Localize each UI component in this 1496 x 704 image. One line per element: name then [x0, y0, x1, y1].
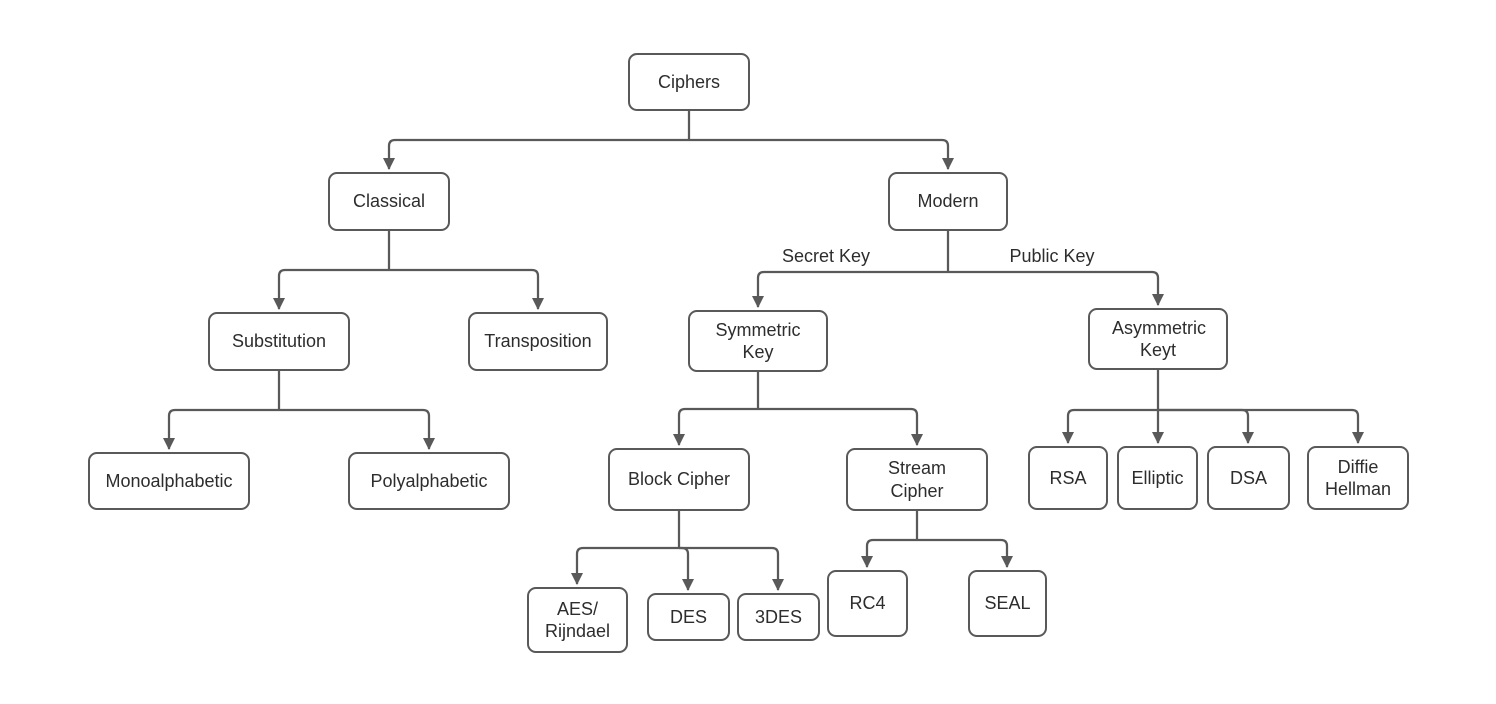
node-stream-cipher-label: Stream Cipher — [887, 458, 947, 501]
edge-block-3des — [679, 546, 784, 591]
edge-stream-rc4 — [861, 538, 917, 568]
edge-stream-seal — [917, 538, 1013, 568]
node-diffie-hellman[interactable]: Diffie Hellman — [1307, 446, 1409, 510]
node-classical-label: Classical — [352, 191, 426, 212]
node-asymmetric-key[interactable]: Asymmetric Keyt — [1088, 308, 1228, 370]
node-block-cipher-label: Block Cipher — [627, 469, 731, 490]
node-aes-rijndael[interactable]: AES/ Rijndael — [527, 587, 628, 653]
edge-ciphers-modern — [689, 138, 954, 170]
node-monoalphabetic-label: Monoalphabetic — [105, 470, 233, 491]
edge-block-aes — [571, 546, 679, 585]
edge-substitution-polyalphabetic — [279, 408, 435, 450]
edge-ciphers-classical — [383, 138, 689, 170]
node-classical[interactable]: Classical — [328, 172, 450, 231]
node-modern[interactable]: Modern — [888, 172, 1008, 231]
edge-symmetric-stream — [758, 407, 923, 446]
edge-classical-transposition — [389, 268, 544, 310]
node-3des[interactable]: 3DES — [737, 593, 820, 641]
node-seal[interactable]: SEAL — [968, 570, 1047, 637]
node-symmetric-key-label: Symmetric Key — [715, 319, 801, 363]
edge-modern-asymmetric — [948, 270, 1164, 306]
node-seal-label: SEAL — [984, 593, 1031, 614]
edge-substitution-monoalphabetic — [163, 408, 279, 450]
node-rc4[interactable]: RC4 — [827, 570, 908, 637]
node-polyalphabetic[interactable]: Polyalphabetic — [348, 452, 510, 510]
node-transposition-label: Transposition — [484, 331, 592, 352]
node-elliptic-label: Elliptic — [1131, 467, 1184, 488]
edge-asymmetric-dsa — [1158, 408, 1254, 444]
edge-label-secret-key: Secret Key — [781, 246, 871, 266]
node-aes-rijndael-label: AES/ Rijndael — [544, 598, 611, 642]
node-substitution[interactable]: Substitution — [208, 312, 350, 371]
node-dsa-label: DSA — [1229, 467, 1267, 488]
node-des[interactable]: DES — [647, 593, 730, 641]
node-stream-cipher[interactable]: Stream Cipher — [846, 448, 988, 511]
node-3des-label: 3DES — [754, 606, 803, 627]
node-rsa[interactable]: RSA — [1028, 446, 1108, 510]
node-dsa[interactable]: DSA — [1207, 446, 1290, 510]
edge-classical-substitution — [273, 268, 389, 310]
edge-asymmetric-rsa — [1062, 408, 1158, 444]
node-diffie-hellman-label: Diffie Hellman — [1324, 456, 1392, 500]
node-ciphers[interactable]: Ciphers — [628, 53, 750, 111]
node-symmetric-key[interactable]: Symmetric Key — [688, 310, 828, 372]
edge-asymmetric-diffie — [1158, 408, 1364, 444]
node-substitution-label: Substitution — [231, 331, 327, 352]
edge-symmetric-block — [673, 407, 758, 446]
node-elliptic[interactable]: Elliptic — [1117, 446, 1198, 510]
node-transposition[interactable]: Transposition — [468, 312, 608, 371]
node-block-cipher[interactable]: Block Cipher — [608, 448, 750, 511]
node-des-label: DES — [669, 606, 707, 627]
node-ciphers-label: Ciphers — [657, 71, 721, 92]
edge-modern-symmetric — [752, 270, 948, 308]
node-rsa-label: RSA — [1049, 467, 1087, 488]
node-monoalphabetic[interactable]: Monoalphabetic — [88, 452, 250, 510]
node-asymmetric-key-label: Asymmetric Keyt — [1112, 317, 1206, 361]
node-polyalphabetic-label: Polyalphabetic — [370, 470, 488, 491]
node-rc4-label: RC4 — [849, 593, 886, 614]
node-modern-label: Modern — [917, 191, 979, 212]
edge-label-public-key: Public Key — [1009, 246, 1095, 266]
edge-block-des — [679, 546, 694, 591]
